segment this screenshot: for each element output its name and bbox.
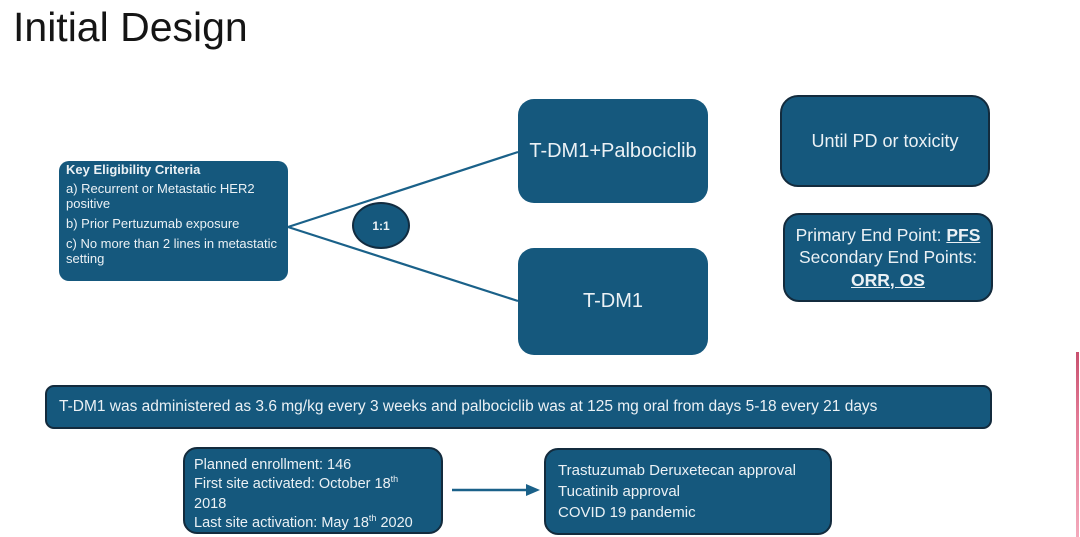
flow-arrow-icon [452, 484, 540, 496]
enrollment-box: Planned enrollment: 146 First site activ… [183, 447, 443, 534]
context-line: Trastuzumab Deruxetecan approval [558, 462, 796, 479]
endpoints-box: Primary End Point: PFS Secondary End Poi… [783, 213, 993, 302]
arm-box-tdm1: T-DM1 [518, 248, 708, 355]
first-site-text: First site activated: October 18 [194, 476, 391, 493]
last-site-text: Last site activation: May 18 [194, 514, 369, 531]
arm-box-tdm1-palbociclib: T-DM1+Palbociclib [518, 99, 708, 203]
eligibility-item: a) Recurrent or Metastatic HER2 positive [66, 181, 255, 212]
last-site-year: 2020 [376, 514, 413, 531]
primary-endpoint-line: Primary End Point: PFS [796, 224, 981, 246]
ordinal-superscript: th [390, 474, 399, 485]
duration-label: Until PD or toxicity [811, 130, 959, 151]
arm-label: T-DM1 [583, 290, 643, 312]
ordinal-superscript: th [368, 513, 377, 524]
context-line: Tucatinib approval [558, 483, 681, 500]
eligibility-box: Key Eligibility Criteria a) Recurrent or… [59, 161, 288, 281]
randomization-ratio-ellipse: 1:1 [352, 202, 410, 249]
dosing-bar: T-DM1 was administered as 3.6 mg/kg ever… [45, 385, 992, 429]
enrollment-line: First site activated: October 18th 2018 [194, 475, 432, 514]
dosing-text: T-DM1 was administered as 3.6 mg/kg ever… [59, 398, 878, 415]
context-box: Trastuzumab Deruxetecan approval Tucatin… [544, 448, 832, 535]
right-edge-accent-line [1076, 352, 1079, 537]
context-line: COVID 19 pandemic [558, 504, 696, 521]
enrollment-line: Planned enrollment: 146 [194, 457, 352, 473]
arm-label: T-DM1+Palbociclib [529, 139, 697, 162]
first-site-year: 2018 [194, 495, 227, 512]
duration-box: Until PD or toxicity [780, 95, 990, 187]
eligibility-item: c) No more than 2 lines in metastatic se… [66, 236, 277, 267]
secondary-endpoint-prefix: Secondary End Points: [798, 247, 978, 268]
primary-endpoint-value: PFS [946, 224, 981, 245]
eligibility-item: b) Prior Pertuzumab exposure [66, 216, 240, 232]
primary-endpoint-prefix: Primary End Point: [795, 224, 947, 245]
eligibility-heading: Key Eligibility Criteria [66, 162, 201, 177]
randomization-ratio: 1:1 [372, 218, 390, 233]
slide-title: Initial Design [13, 4, 248, 50]
enrollment-line: Last site activation: May 18th 2020 [194, 514, 432, 533]
secondary-endpoint-value: ORR, OS [851, 269, 925, 290]
